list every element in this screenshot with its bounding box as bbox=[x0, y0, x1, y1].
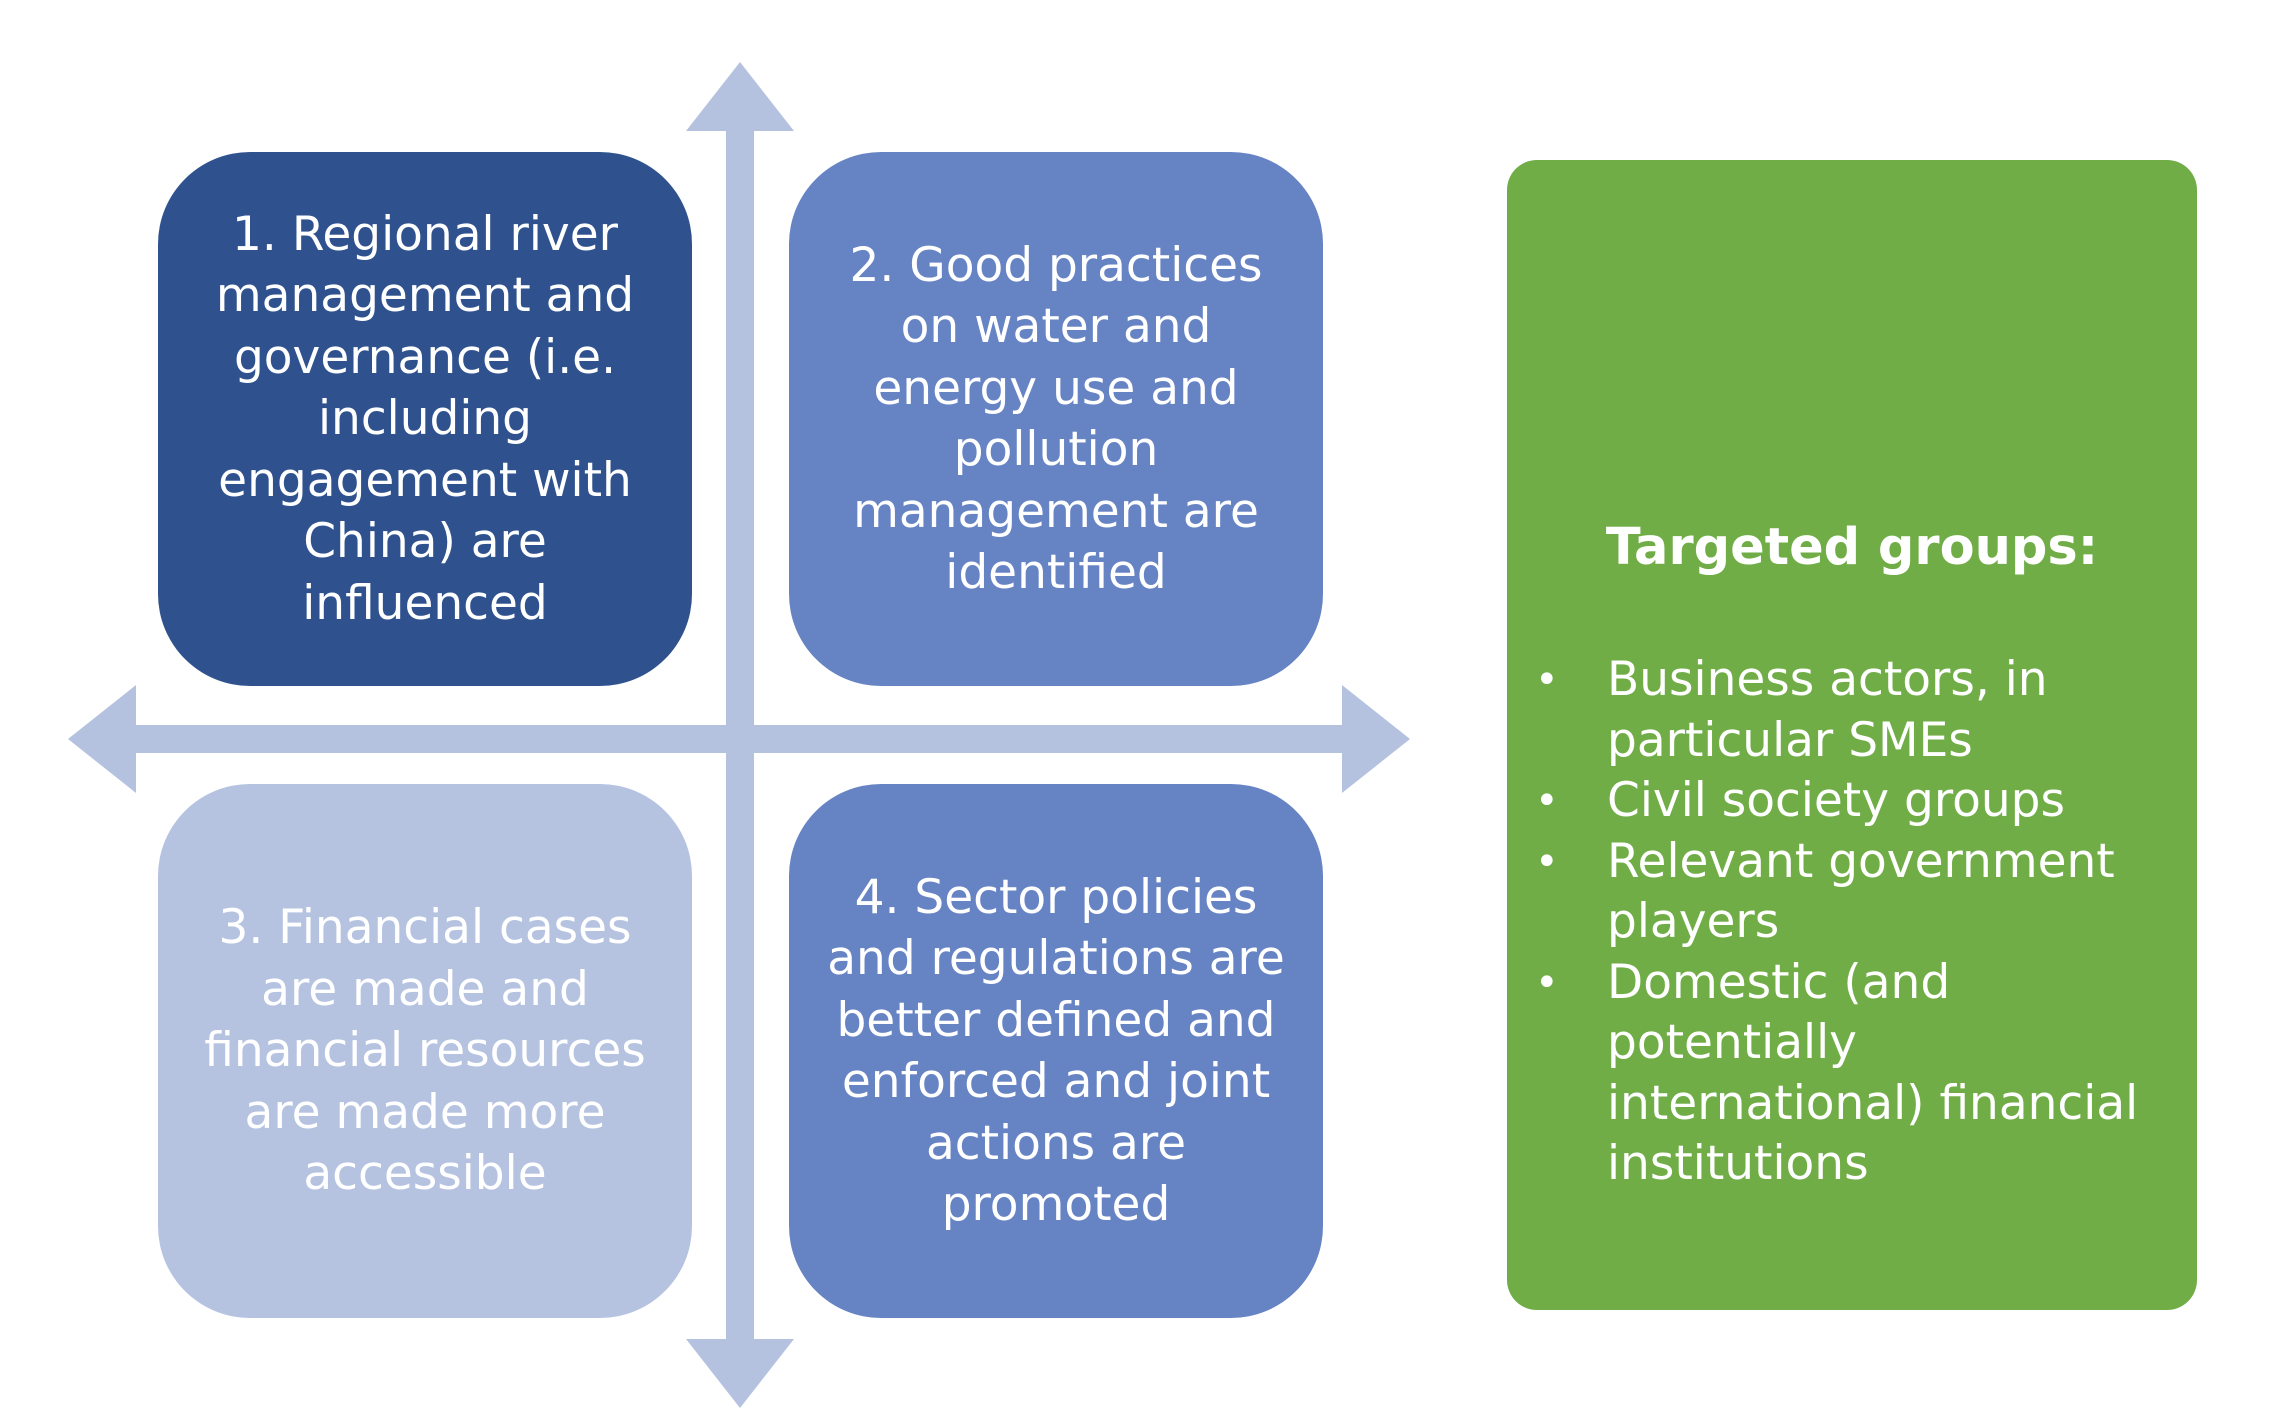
list-item: • Civil society groups bbox=[1507, 771, 2197, 832]
quadrant-3-box: 3. Financial cases are made and financia… bbox=[158, 784, 692, 1318]
down-arrowhead bbox=[686, 1339, 794, 1408]
list-item-text: Domestic (and potentially international)… bbox=[1607, 954, 2139, 1192]
bullet-icon: • bbox=[1535, 838, 1559, 885]
up-arrowhead bbox=[686, 62, 794, 131]
horizontal-arrow-shaft bbox=[130, 725, 1350, 753]
quadrant-4-text: 4. Sector policies and regulations are b… bbox=[827, 869, 1285, 1233]
bullet-icon: • bbox=[1535, 657, 1559, 703]
list-item-text: Relevant government players bbox=[1607, 833, 2115, 950]
quadrant-4-box: 4. Sector policies and regulations are b… bbox=[789, 784, 1323, 1318]
list-item: • Relevant government players bbox=[1507, 832, 2197, 953]
targeted-groups-title: Targeted groups: bbox=[1605, 518, 2099, 577]
bullet-icon: • bbox=[1535, 778, 1559, 824]
targeted-groups-panel: Targeted groups: • Business actors, in p… bbox=[1507, 160, 2197, 1310]
list-item: • Domestic (and potentially internationa… bbox=[1507, 953, 2197, 1195]
list-item: • Business actors, in particular SMEs bbox=[1507, 650, 2197, 771]
list-item-text: Business actors, in particular SMEs bbox=[1607, 652, 2048, 768]
list-item-text: Civil society groups bbox=[1607, 773, 2065, 828]
bullet-icon: • bbox=[1535, 959, 1559, 1006]
quadrant-2-text: 2. Good practices on water and energy us… bbox=[849, 237, 1263, 601]
left-arrowhead bbox=[68, 685, 136, 793]
quadrant-3-text: 3. Financial cases are made and financia… bbox=[204, 900, 646, 1202]
quadrant-1-text: 1. Regional river management and governa… bbox=[215, 206, 635, 631]
quadrant-1-box: 1. Regional river management and governa… bbox=[158, 152, 692, 686]
right-arrowhead bbox=[1342, 685, 1410, 793]
targeted-groups-list: • Business actors, in particular SMEs • … bbox=[1507, 650, 2197, 1195]
quadrant-2-box: 2. Good practices on water and energy us… bbox=[789, 152, 1323, 686]
